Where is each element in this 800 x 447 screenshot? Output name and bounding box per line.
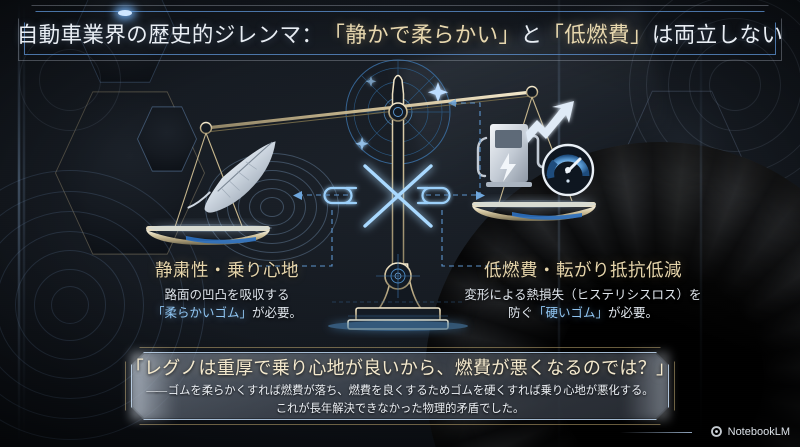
title-quote-2: 「低燃費」 bbox=[542, 22, 652, 47]
left-label-highlight: 「柔らかいゴム」 bbox=[151, 305, 252, 320]
quote-dash: —— bbox=[146, 385, 167, 398]
right-label-heading: 低燃費・転がり抵抗低減 bbox=[484, 260, 682, 280]
title-frame-inner bbox=[24, 11, 776, 55]
watermark-label: NotebookLM bbox=[727, 425, 790, 438]
right-label-tail: が必要。 bbox=[608, 305, 659, 320]
title-quote-1: 「静かで柔らかい」 bbox=[323, 22, 521, 47]
cross-x-icon bbox=[363, 164, 433, 228]
slide-title-bar: 自動車業界の歴史的ジレンマ：「静かで柔らかい」と「低燃費」は両立しない bbox=[17, 9, 783, 57]
watermark-rule bbox=[620, 432, 692, 433]
arrow-top-head bbox=[448, 99, 456, 107]
quote-box-body bbox=[131, 352, 669, 420]
arrow-left-head bbox=[293, 191, 302, 200]
right-label-sub-line1: 変形による熱損失（ヒステリシスロス）を bbox=[464, 288, 702, 302]
quote-box-gold-frame bbox=[125, 347, 675, 425]
notebooklm-icon bbox=[710, 426, 722, 437]
broken-chain-icon bbox=[323, 186, 451, 205]
page-title: 自動車業界の歴史的ジレンマ：「静かで柔らかい」と「低燃費」は両立しない bbox=[17, 9, 783, 57]
quote-callout-box: 「レグノは重厚で乗り心地が良いから、燃費が悪くなるのでは？」 —— ゴムを柔らか… bbox=[131, 352, 669, 420]
left-label-sub-line1: 路面の凹凸を吸収する bbox=[164, 288, 290, 302]
watermark: NotebookLM bbox=[710, 425, 790, 438]
left-label-tail: が必要。 bbox=[252, 305, 303, 320]
beam-right-knob bbox=[525, 85, 539, 99]
balance-scale-icon bbox=[146, 59, 596, 331]
fuel-pump-icon bbox=[476, 124, 545, 187]
title-mid: と bbox=[520, 22, 543, 47]
left-label-block: 静粛性・乗り心地 路面の凹凸を吸収する 「柔らかいゴム」が必要。 bbox=[132, 257, 322, 323]
right-label-sub: 変形による熱損失（ヒステリシスロス）を 防ぐ「硬いゴム」が必要。 bbox=[455, 287, 711, 323]
title-part-2: は両立しない bbox=[651, 22, 784, 47]
dashed-connectors bbox=[240, 102, 510, 267]
quote-sub-line1-text: ゴムを柔らかくすれば燃費が落ち、燃費を良くするためゴムを硬くすれば乗り心地が悪化… bbox=[167, 385, 654, 398]
right-label-highlight: 「硬いゴム」 bbox=[532, 305, 608, 320]
beam-left-knob bbox=[199, 121, 213, 135]
right-label-block: 低燃費・転がり抵抗低減 変形による熱損失（ヒステリシスロス）を 防ぐ「硬いゴム」… bbox=[455, 257, 711, 323]
title-part-1: 自動車業界の歴史的ジレンマ： bbox=[16, 22, 324, 47]
left-label-sub-line2: 「柔らかいゴム」が必要。 bbox=[132, 305, 322, 323]
quote-sub-line1: —— ゴムを柔らかくすれば燃費が落ち、燃費を良くするためゴムを硬くすれば乗り心地… bbox=[146, 383, 653, 400]
left-label-sub: 路面の凹凸を吸収する 「柔らかいゴム」が必要。 bbox=[132, 287, 322, 323]
quote-sub-line2: これが長年解決できなかった物理的矛盾でした。 bbox=[275, 402, 525, 415]
quote-box-sheen-right bbox=[623, 352, 669, 420]
quote-main-text: 「レグノは重厚で乗り心地が良いから、燃費が悪くなるのでは？」 bbox=[125, 358, 675, 379]
left-label-heading: 静粛性・乗り心地 bbox=[155, 260, 299, 280]
quote-box-border-mask bbox=[133, 354, 668, 419]
trend-up-arrow-icon bbox=[526, 101, 574, 143]
scale-beam bbox=[204, 90, 534, 133]
feather-icon bbox=[187, 141, 276, 213]
right-label-sub-head: 防ぐ bbox=[507, 305, 533, 320]
title-glow-accent bbox=[118, 10, 132, 16]
quote-box-content: 「レグノは重厚で乗り心地が良いから、燃費が悪くなるのでは？」 —— ゴムを柔らか… bbox=[126, 352, 674, 420]
right-label-sub-line2: 防ぐ「硬いゴム」が必要。 bbox=[455, 305, 711, 323]
arrow-right-head bbox=[476, 191, 485, 200]
gauge-icon bbox=[541, 143, 595, 197]
sparkle-decor bbox=[355, 76, 449, 151]
quote-box-sheen-left bbox=[131, 352, 177, 420]
balance-scale-graphic bbox=[146, 58, 620, 358]
